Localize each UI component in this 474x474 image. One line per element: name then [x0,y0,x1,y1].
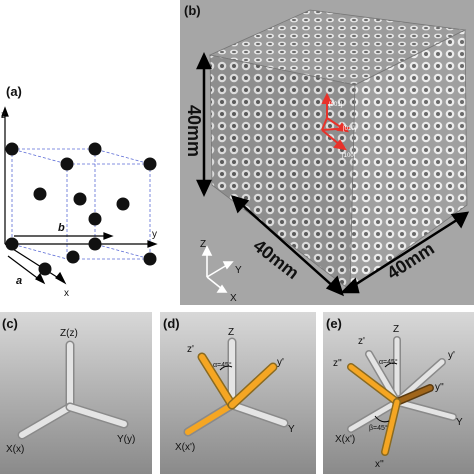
panel-d-zp-label: z' [187,344,194,355]
panel-d-background [160,312,316,474]
marker-100: [100] [342,153,356,159]
dimension-left-label: 40mm [184,105,204,157]
panel-c-z-label: Z(z) [60,328,78,339]
panel-e-alpha-label: α=45° [379,358,398,366]
panel-e-yp-label: y' [448,350,455,361]
panel-d-angle-label: α=45° [213,361,232,369]
panel-e-tag: (e) [326,316,342,331]
dimension-a [7,255,46,285]
panel-d-yp-label: y' [277,357,284,368]
axis-z-label: z [1,110,6,121]
dimension-b-label: b [58,222,65,234]
panel-d-x-label: X(x') [175,442,195,453]
panel-c-bars [17,340,129,440]
panel-c-background [0,312,152,474]
panel-e: (e) α=45° β=45° Z z' z'' y' y'' Y X(x') … [323,312,474,474]
axis-y-label: y [152,229,157,240]
panel-e-y-label: Y [456,417,463,428]
panel-e-z-label: Z [393,324,399,335]
panel-c: (c) Z(z) X(x) Y(y) [0,312,152,474]
panel-d-angle-arc [219,365,233,371]
panel-e-x-label: X(x') [335,434,355,445]
panel-d-z-label: Z [228,327,234,338]
triad-y-label: Y [235,265,242,276]
triad-z-label: Z [200,239,206,250]
panel-e-zp-label: z' [358,336,365,347]
marker-001: [001] [329,102,343,108]
panel-b-tag: (b) [184,3,201,18]
panel-e-alpha-arc [384,362,398,368]
panel-d-tag: (d) [163,316,180,331]
panel-e-bars [347,336,457,456]
panel-d: (d) α=45° Z z' y' Y X(x') [160,312,316,474]
panel-e-ypp-label: y'' [435,382,444,393]
dimension-b [14,232,114,240]
panel-e-xpp-label: x'' [375,459,384,470]
dimension-arrows [196,52,470,297]
coordinate-triad [201,245,234,293]
panel-e-beta-arc [374,415,390,423]
panel-c-y-label: Y(y) [117,434,135,445]
orientation-markers [321,92,351,151]
dimension-a-label: a [16,275,22,287]
panel-e-zpp-label: z'' [333,358,342,369]
panel-a: (a) z y x b a [1,84,158,299]
panel-d-y-label: Y [288,424,295,435]
atoms [5,142,157,276]
axis-x-label: x [64,288,69,299]
panel-a-tag: (a) [6,84,22,99]
panel-d-bars [183,337,289,437]
triad-x-label: X [230,293,237,304]
panel-b: (b) 40mm 40mm 40mm [001] [010] [100] [180,0,474,305]
panel-c-tag: (c) [2,316,18,331]
cube-right-face [349,29,468,291]
panel-c-x-label: X(x) [6,444,24,455]
marker-010: [010] [343,126,357,132]
panel-a-axes [1,106,158,285]
panel-e-beta-label: β=45° [369,424,388,432]
